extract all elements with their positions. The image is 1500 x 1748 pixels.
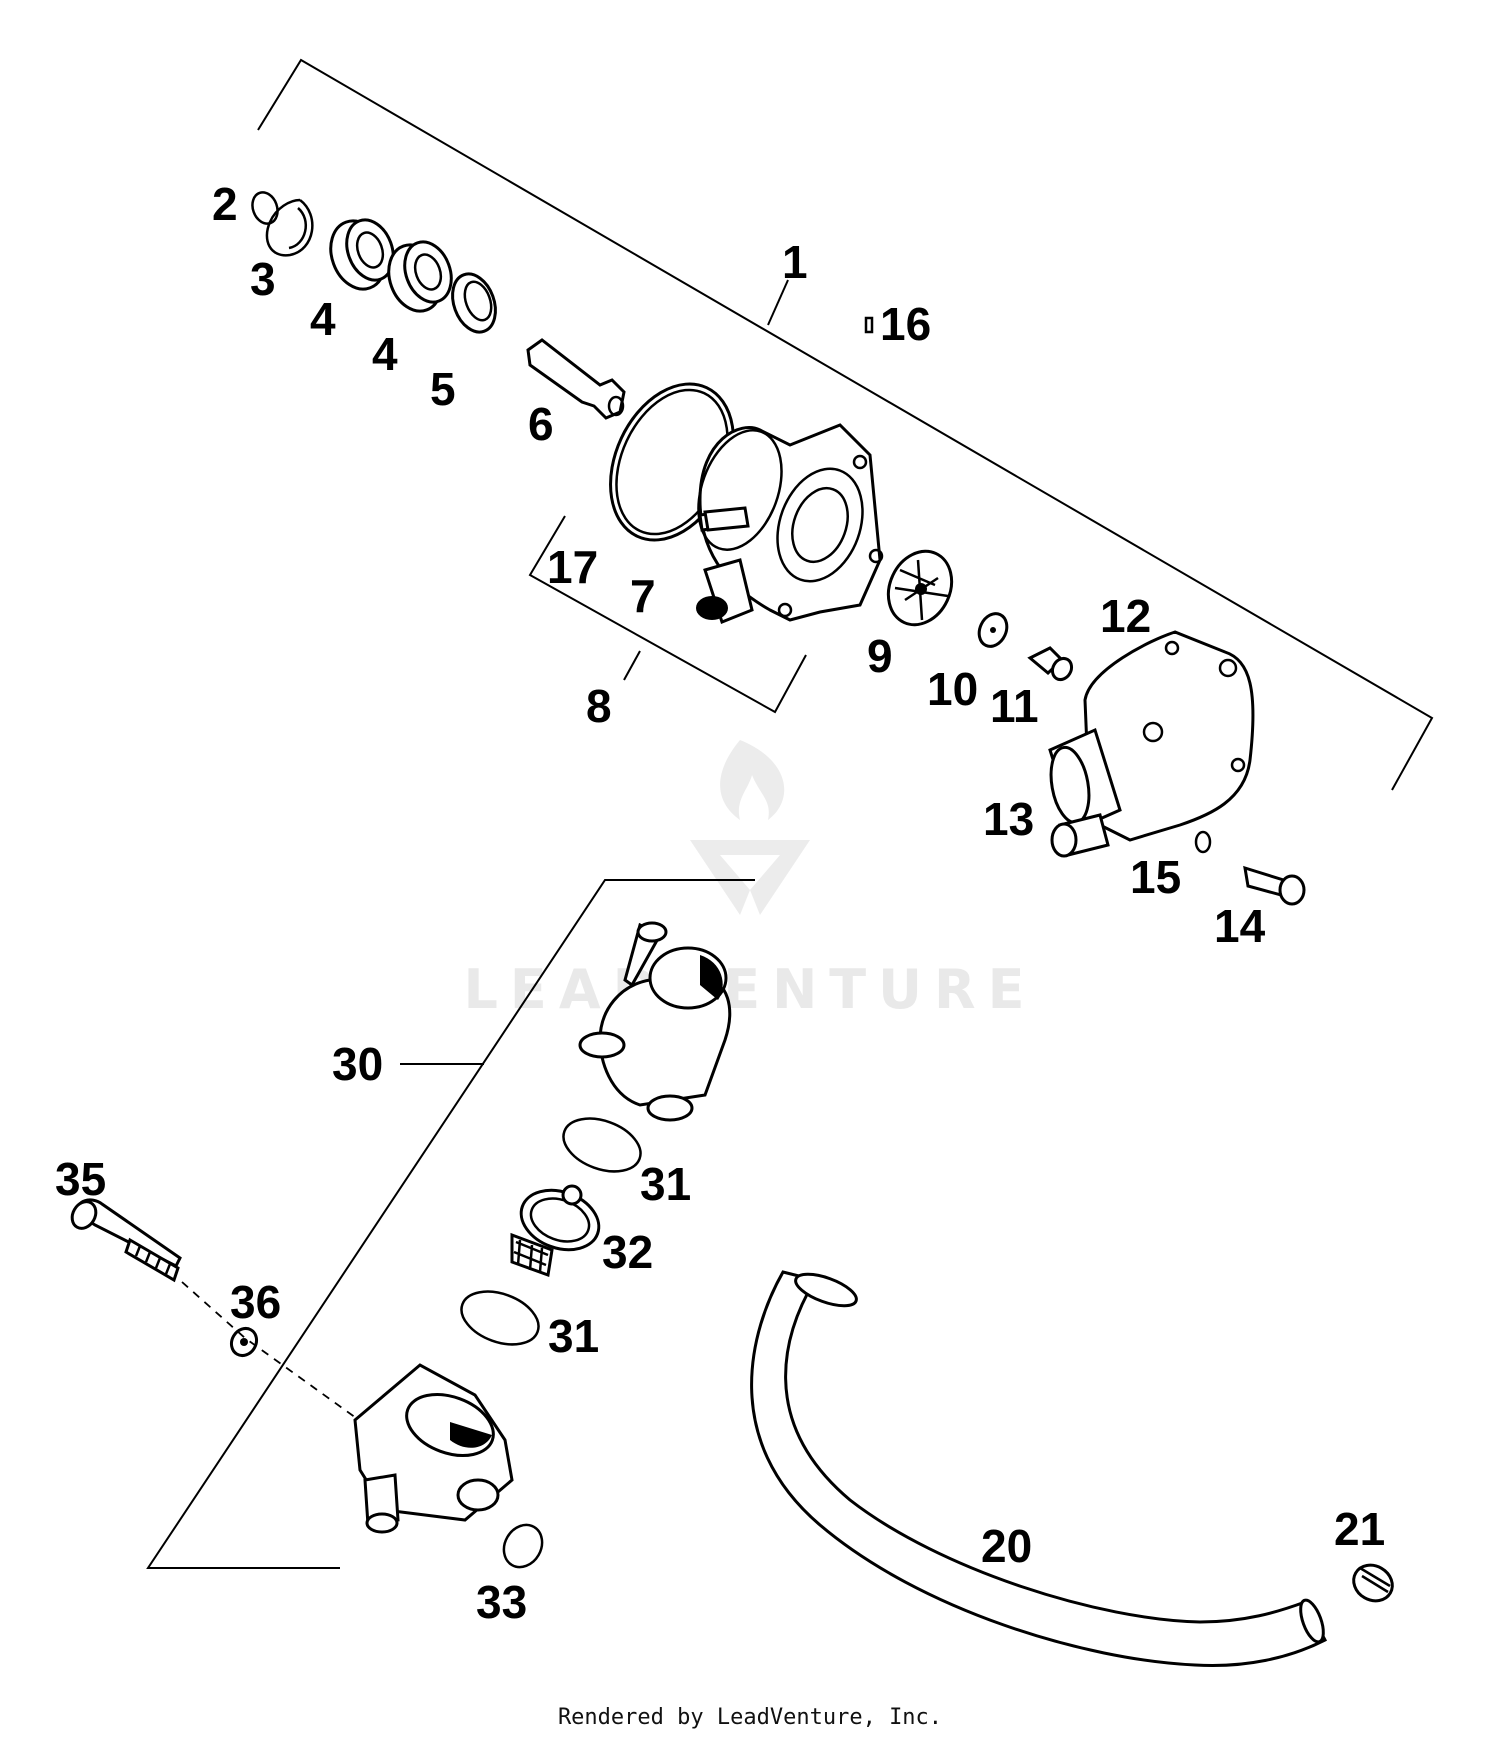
screw-14 [1243,865,1306,906]
washer-10 [977,612,1009,648]
retaining-ring-3 [265,198,314,257]
hose-20 [750,1270,1328,1667]
pin-16 [864,316,874,334]
callout-20: 20 [981,1520,1032,1572]
callout-11: 11 [990,680,1039,732]
bracket-1 [257,58,1434,791]
flame-logo-icon [690,740,810,915]
callout-3: 3 [250,253,276,305]
watermark-text: LEADVENTURE [464,958,1037,1021]
callout-21: 21 [1334,1503,1385,1555]
fitting-17 [703,506,750,532]
thermostat-housing-30 [353,1363,514,1534]
o-ring-31b [460,1290,540,1346]
callouts: 1 2 3 4 4 5 6 7 8 9 10 11 12 13 14 15 16… [55,178,1385,1628]
o-ring-33 [502,1523,544,1569]
callout-2: 2 [212,178,238,230]
callout-12: 12 [1100,590,1151,642]
footer-credit: Rendered by LeadVenture, Inc. [557,1705,943,1730]
thermostat-32 [510,1184,601,1278]
bearing-4a [329,218,395,291]
washer-36 [229,1326,259,1358]
callout-31a: 31 [640,1158,691,1210]
impeller-9 [886,549,954,627]
callout-14: 14 [1214,900,1266,952]
callout-33: 33 [476,1576,527,1628]
thermostat-cover-30 [578,921,732,1122]
bolt-35 [70,1198,182,1283]
o-ring-15 [1194,830,1212,854]
screw-11 [1027,646,1074,682]
hose-clamp-21 [1352,1563,1394,1603]
callout-1: 1 [782,236,808,288]
shaft-seal-5 [451,272,497,334]
bearing-4b [387,240,453,313]
pump-shaft-6 [526,338,626,420]
callout-4b: 4 [372,328,398,380]
callout-31b: 31 [548,1310,599,1362]
callout-17: 17 [547,541,598,593]
callout-35: 35 [55,1153,106,1205]
callout-13: 13 [983,793,1034,845]
bracket-8 [528,515,807,714]
assembly-line [181,1281,371,1429]
bracket-30 [146,879,755,1569]
callout-6: 6 [528,398,554,450]
outlet-pipe-13 [1048,727,1122,858]
callout-16: 16 [880,298,931,350]
callout-32: 32 [602,1226,653,1278]
circlip-2 [251,191,279,225]
o-ring-31a [562,1117,642,1173]
callout-4a: 4 [310,293,336,345]
callout-8: 8 [586,680,612,732]
callout-5: 5 [430,363,456,415]
callout-15: 15 [1130,851,1181,903]
pump-cover-12 [1083,630,1255,842]
watermark: LEADVENTURE [464,740,1037,1021]
callout-30: 30 [332,1038,383,1090]
callout-9: 9 [867,630,893,682]
callout-10: 10 [927,663,978,715]
callout-36: 36 [230,1276,281,1328]
callout-7: 7 [630,570,656,622]
